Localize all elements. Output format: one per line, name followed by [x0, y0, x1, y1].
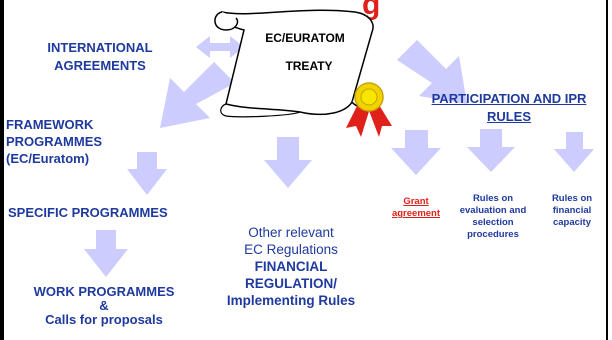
- eval-line-1: Rules on: [472, 193, 514, 204]
- other-line-5: Implementing Rules: [226, 293, 356, 308]
- other-line-3: FINANCIAL: [254, 259, 328, 274]
- arrow-to-grant: [391, 130, 441, 175]
- other-regulations-label: Other relevant EC Regulations FINANCIAL …: [226, 224, 356, 309]
- seal-icon: [346, 82, 392, 137]
- fin-line-3: capacity: [552, 217, 592, 228]
- arrow-to-financial-capacity: [554, 132, 594, 172]
- grant-agreement-label: Grant agreement: [388, 196, 444, 220]
- eval-line-4: procedures: [467, 229, 519, 240]
- other-line-4: REGULATION/: [245, 276, 337, 291]
- other-line-1: Other relevant: [248, 225, 334, 240]
- evaluation-rules-label: Rules on evaluation and selection proced…: [451, 193, 535, 241]
- arrow-to-specific: [127, 152, 167, 195]
- specific-programmes-label: SPECIFIC PROGRAMMES: [8, 204, 223, 221]
- international-agreements-label: INTERNATIONAL AGREEMENTS: [30, 39, 170, 75]
- work-line-1: WORK PROGRAMMES: [33, 284, 175, 299]
- work-line-2: &: [99, 298, 109, 313]
- arrow-to-participation: [397, 40, 467, 104]
- treaty-subtitle: TREATY: [254, 58, 364, 74]
- participation-ipr-text: PARTICIPATION AND IPR RULES: [431, 91, 587, 124]
- treaty-title: EC/EURATOM: [250, 30, 360, 46]
- treaty-line-1: EC/EURATOM: [265, 31, 345, 45]
- arrow-to-evaluation: [467, 129, 515, 172]
- grant-line-1: Grant: [403, 196, 429, 207]
- fin-line-1: Rules on: [551, 193, 593, 204]
- financial-capacity-label: Rules on financial capacity: [540, 193, 604, 229]
- eval-line-3: selection: [472, 217, 514, 228]
- eval-line-2: evaluation and: [459, 205, 527, 216]
- grant-line-2: agreement: [391, 208, 441, 219]
- framework-line-2: PROGRAMMES: [6, 134, 103, 149]
- framework-programmes-label: FRAMEWORK PROGRAMMES (EC/Euratom): [6, 116, 136, 167]
- specific-programmes-text: SPECIFIC PROGRAMMES: [8, 205, 168, 220]
- participation-ipr-label: PARTICIPATION AND IPR RULES: [418, 90, 600, 126]
- international-agreements-text: INTERNATIONAL AGREEMENTS: [47, 40, 153, 73]
- arrow-to-other-regulations: [264, 137, 312, 188]
- framework-line-3: (EC/Euratom): [6, 151, 90, 166]
- work-programmes-label: WORK PROGRAMMES & Calls for proposals: [4, 285, 204, 327]
- arrow-to-framework: [160, 62, 235, 128]
- treaty-scroll-icon: [214, 9, 377, 118]
- diagram-arrows: g: [84, 0, 594, 277]
- fin-line-2: financial: [552, 205, 592, 216]
- treaty-line-2: TREATY: [285, 59, 333, 73]
- framework-line-1: FRAMEWORK: [6, 117, 94, 132]
- other-line-2: EC Regulations: [244, 242, 338, 257]
- arrow-to-work: [84, 230, 128, 277]
- work-line-3: Calls for proposals: [45, 312, 163, 327]
- double-arrow-international: [196, 36, 244, 58]
